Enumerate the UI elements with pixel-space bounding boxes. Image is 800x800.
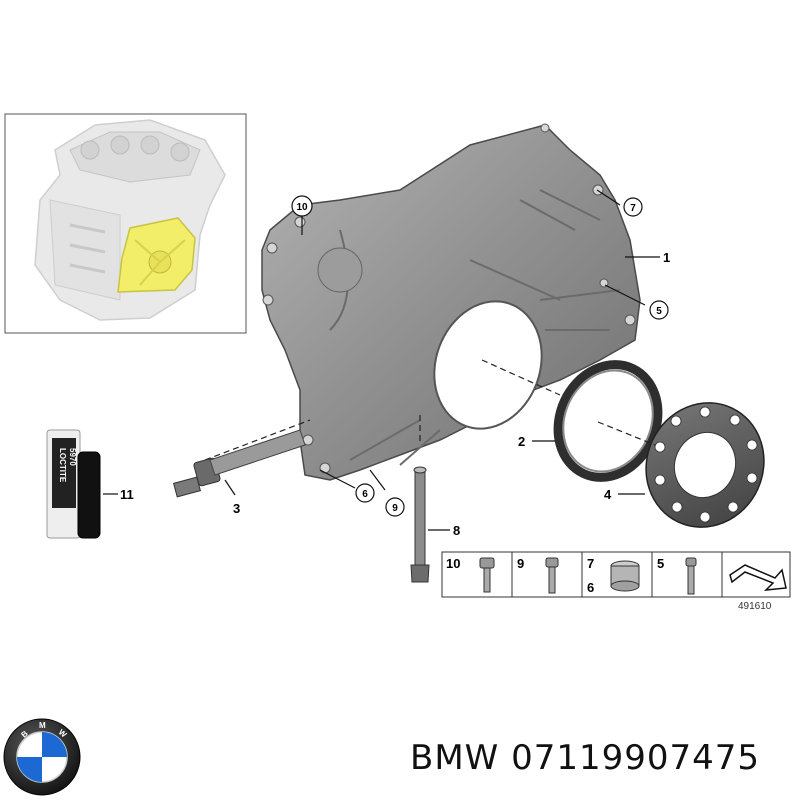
callout-2: 2	[518, 434, 525, 449]
bmw-logo: B M W	[3, 718, 81, 796]
engine-inset	[4, 113, 247, 334]
callout-circle-5: 5	[649, 300, 669, 320]
legend-num-9: 9	[517, 556, 524, 571]
callout-circle-9: 9	[385, 497, 405, 517]
callout-6: 6	[362, 489, 368, 500]
callout-9: 9	[392, 503, 398, 514]
legend-arrow-symbol	[729, 564, 787, 591]
sensor-pin-part	[172, 429, 306, 498]
callout-10: 10	[296, 202, 308, 213]
legend-bolt-9	[545, 557, 559, 594]
small-parts-legend: 10 9 7 6 5	[441, 551, 791, 598]
svg-text:W: W	[57, 728, 69, 740]
part-number-title: BMW 07119907475	[410, 738, 761, 778]
legend-num-5: 5	[657, 556, 664, 571]
callout-circle-6: 6	[355, 483, 375, 503]
front-cover-part	[261, 123, 641, 481]
tube-code-text: 5970	[68, 448, 77, 466]
legend-bolt-10	[479, 557, 495, 593]
callout-5: 5	[656, 306, 662, 317]
callout-8: 8	[453, 523, 460, 538]
diagram-id: 491610	[738, 601, 772, 612]
svg-text:B: B	[20, 729, 30, 740]
callout-7: 7	[630, 203, 636, 214]
legend-num-7: 7	[587, 556, 594, 571]
legend-num-10: 10	[446, 556, 460, 571]
callout-11: 11	[120, 487, 134, 502]
leader-lines	[103, 189, 660, 531]
tube-brand-text: LOCTITE	[58, 448, 67, 483]
assembly-lines	[204, 359, 656, 461]
svg-text:M: M	[39, 721, 46, 730]
callout-circle-7: 7	[623, 197, 643, 217]
sensor-wheel-part	[645, 402, 765, 528]
callout-3: 3	[233, 501, 240, 516]
callout-4: 4	[604, 487, 612, 502]
callout-circle-10: 10	[291, 195, 313, 217]
sealant-tube-part: LOCTITE 5970	[46, 429, 101, 539]
legend-bolt-5	[685, 557, 697, 595]
legend-sleeve-7	[610, 560, 640, 592]
callout-1: 1	[663, 250, 670, 265]
legend-num-6: 6	[587, 580, 594, 595]
long-bolt-part	[410, 466, 430, 583]
front-cover-highlight	[117, 217, 196, 293]
